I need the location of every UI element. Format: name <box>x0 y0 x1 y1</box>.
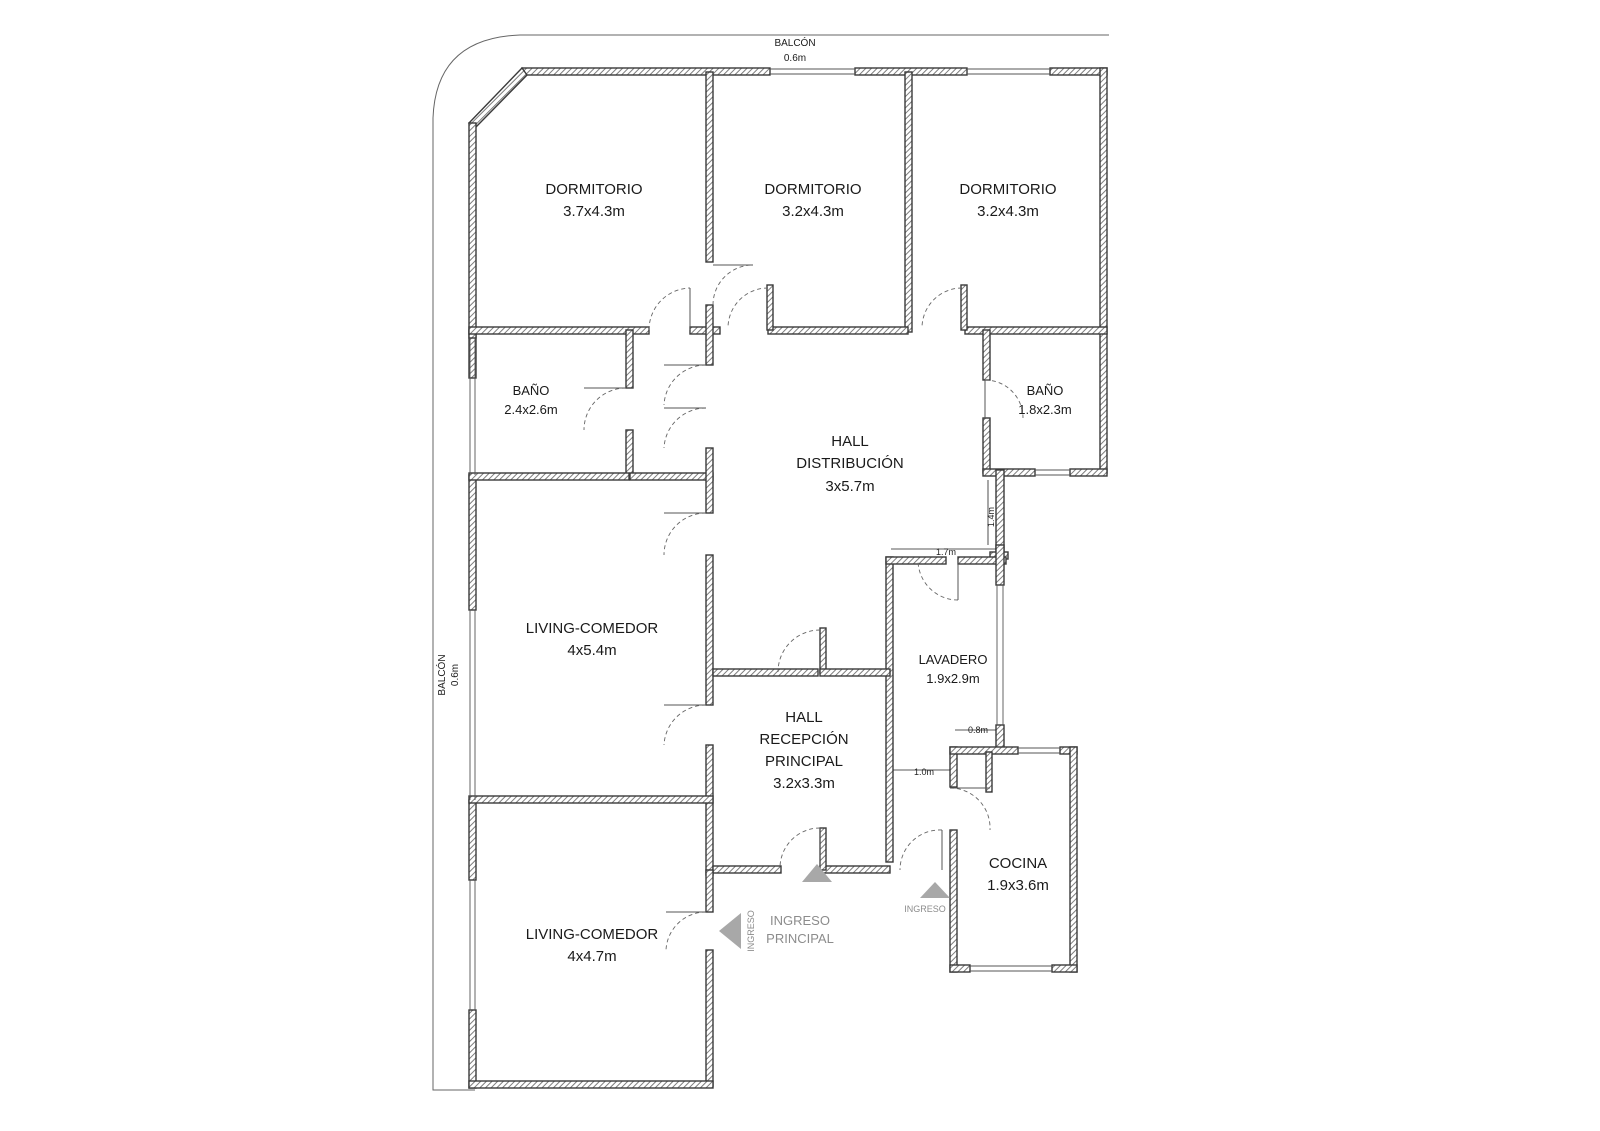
door-swings <box>583 264 1024 951</box>
room-hall-recepcion-line1: HALL <box>785 709 823 726</box>
room-dormitorio-1-size: 3.7x4.3m <box>563 203 625 220</box>
balcony-left-dim: 0.6m <box>450 664 461 686</box>
room-living-comedor-2-size: 4x4.7m <box>567 948 616 965</box>
room-bano-2-size: 1.8x2.3m <box>1018 402 1071 417</box>
room-hall-recepcion-size: 3.2x3.3m <box>773 775 835 792</box>
service-entrance-label: INGRESO <box>904 904 946 914</box>
room-cocina-name: COCINA <box>989 855 1047 872</box>
room-hall-distribucion-line2: DISTRIBUCIÓN <box>796 455 904 472</box>
room-living-comedor-1-name: LIVING-COMEDOR <box>526 620 659 637</box>
door-leaves <box>584 264 990 913</box>
room-hall-recepcion-line3: PRINCIPAL <box>765 753 843 770</box>
dimension-1-0m: 1.0m <box>914 767 934 777</box>
room-living-comedor-2-name: LIVING-COMEDOR <box>526 926 659 943</box>
walls <box>467 66 1108 1089</box>
room-dormitorio-3-size: 3.2x4.3m <box>977 203 1039 220</box>
dimension-1-7m: 1.7m <box>936 547 956 557</box>
room-lavadero-size: 1.9x2.9m <box>926 671 979 686</box>
room-hall-recepcion-line2: RECEPCIÓN <box>759 731 848 748</box>
dimension-0-8m: 0.8m <box>968 725 988 735</box>
room-living-comedor-1-size: 4x5.4m <box>567 642 616 659</box>
main-entrance-label-line1: INGRESO <box>770 913 830 928</box>
dimension-lines <box>891 480 996 771</box>
main-entrance-label-line2: PRINCIPAL <box>766 931 834 946</box>
main-entrance-arrow-icon <box>802 864 832 882</box>
dimension-1-4m: 1.4m <box>986 507 996 527</box>
side-entrance-label: INGRESO <box>746 910 756 952</box>
room-lavadero-name: LAVADERO <box>919 652 988 667</box>
room-bano-1-name: BAÑO <box>513 383 550 398</box>
balcony-top-dim: 0.6m <box>784 53 806 64</box>
room-hall-distribucion-size: 3x5.7m <box>825 478 874 495</box>
balcony-left-label: BALCÓN <box>435 654 448 695</box>
side-entrance-arrow-icon <box>719 913 741 949</box>
balcony-top-label: BALCÓN <box>774 36 815 49</box>
room-hall-distribucion-line1: HALL <box>831 433 869 450</box>
service-entrance-arrow-icon <box>920 882 950 898</box>
room-dormitorio-2-name: DORMITORIO <box>764 181 861 198</box>
room-cocina-size: 1.9x3.6m <box>987 877 1049 894</box>
room-bano-2-name: BAÑO <box>1027 383 1064 398</box>
windows <box>469 68 1070 1010</box>
room-dormitorio-3-name: DORMITORIO <box>959 181 1056 198</box>
room-bano-1-size: 2.4x2.6m <box>504 402 557 417</box>
balcony-outline <box>432 34 1109 1091</box>
room-dormitorio-1-name: DORMITORIO <box>545 181 642 198</box>
room-dormitorio-2-size: 3.2x4.3m <box>782 203 844 220</box>
